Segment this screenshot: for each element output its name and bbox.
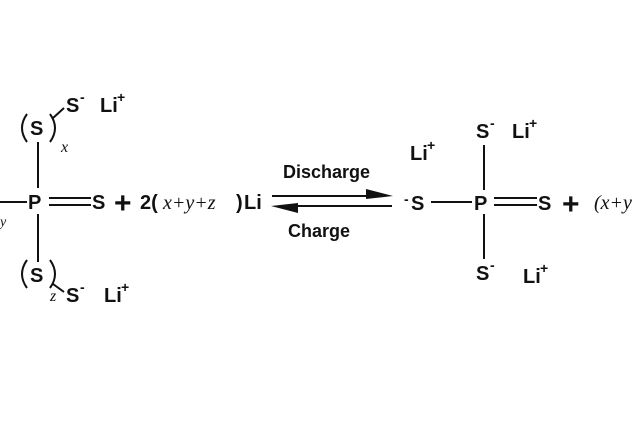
left-subscript-y: y [0, 215, 7, 230]
bottom-lithium-charge: + [121, 279, 129, 295]
bottom-sulfur-atom: S [30, 265, 43, 287]
lithium-term: 2( x+y+z ) Li [140, 192, 262, 214]
charge-label: Charge [288, 221, 350, 241]
product-plus-sign: + [562, 188, 580, 221]
discharge-label: Discharge [283, 162, 370, 182]
product-bottom-charge: - [490, 257, 495, 273]
forward-arrow-head [366, 189, 393, 199]
bottom-right-paren [49, 259, 56, 289]
product-left-lithium-charge: + [427, 137, 435, 153]
top-subscript-x: x [60, 139, 68, 156]
lithium-element: Li [244, 192, 262, 214]
top-terminal-sulfur: S [66, 95, 79, 117]
product-bottom-sulfur: S [476, 263, 489, 285]
product-phosphorus-atom: P [474, 193, 487, 215]
product-left-lithium: Li [410, 143, 428, 165]
bottom-subscript-z: z [49, 288, 57, 305]
product-top-sulfur: S [476, 121, 489, 143]
top-sulfur-atom: S [30, 118, 43, 140]
bottom-lithium-ion: Li [104, 285, 122, 307]
reactant-molecule: S x S - Li + y P S S z S - Li + [0, 89, 129, 307]
product-top-lithium: Li [512, 121, 530, 143]
reactant-double-bond-sulfur: S [92, 192, 105, 214]
product-coefficient-fragment: (x+y [594, 192, 632, 214]
lithium-coefficient-expression: x+y+z [162, 192, 216, 214]
reverse-arrow-head [271, 203, 298, 213]
bottom-branch-bond [52, 283, 65, 293]
top-lithium-ion: Li [100, 95, 118, 117]
product-top-lithium-charge: + [529, 115, 537, 131]
reactant-phosphorus-atom: P [28, 192, 41, 214]
top-right-paren [49, 113, 56, 143]
lithium-coefficient-open: 2( [140, 192, 158, 214]
product-top-charge: - [490, 115, 495, 131]
bottom-terminal-charge: - [80, 279, 85, 295]
top-left-paren [21, 113, 28, 143]
bottom-terminal-sulfur: S [66, 285, 79, 307]
product-left-sulfur: S [411, 193, 424, 215]
top-lithium-charge: + [117, 89, 125, 105]
bottom-left-paren [21, 259, 28, 289]
equilibrium-arrow: Discharge Charge [271, 162, 393, 241]
reactant-plus-sign: + [114, 187, 132, 220]
product-bottom-lithium: Li [523, 266, 541, 288]
top-terminal-charge: - [80, 89, 85, 105]
lithium-coefficient-close: ) [236, 192, 243, 214]
product-molecule: S - Li + Li + - S P S S - Li + [404, 115, 551, 288]
top-branch-bond [52, 107, 65, 119]
product-double-bond-sulfur: S [538, 193, 551, 215]
product-bottom-lithium-charge: + [540, 260, 548, 276]
product-left-charge: - [404, 191, 409, 207]
